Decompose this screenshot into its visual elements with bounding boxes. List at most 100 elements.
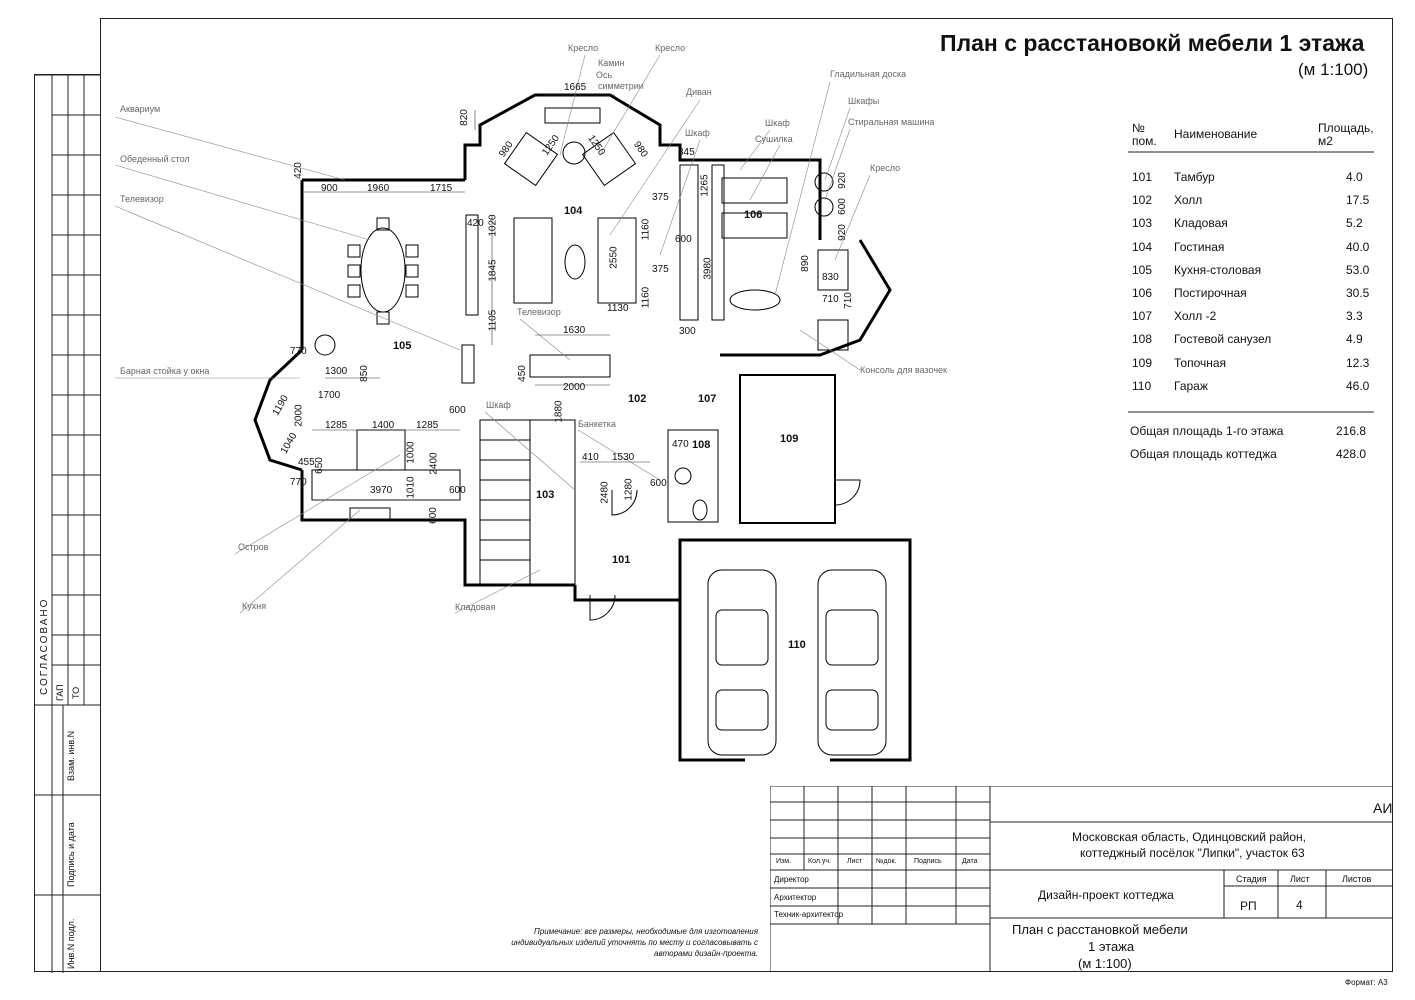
room-num: 107 <box>1132 309 1153 324</box>
kitchen-island <box>356 429 406 471</box>
room-number-102: 102 <box>628 393 647 405</box>
armchair-right <box>581 131 637 187</box>
dim: 600 <box>836 198 848 215</box>
rooms-col-area: Площадь, м2 <box>1318 121 1374 148</box>
label-washer: Стиральная машина <box>848 117 935 127</box>
dim: 1280 <box>623 478 635 501</box>
sheet-format: Формат: А3 <box>1345 978 1388 987</box>
room-num: 102 <box>1132 193 1153 208</box>
label-storage: Кладовая <box>455 602 496 612</box>
approval-stamp-grid <box>35 75 101 973</box>
boiler-room <box>739 374 836 524</box>
dim: 920 <box>836 172 848 189</box>
rooms-col-num: № пом. <box>1132 121 1157 148</box>
label-tv2: Телевизор <box>517 307 561 317</box>
room-area: 4.9 <box>1346 332 1363 347</box>
dim: 850 <box>358 365 370 382</box>
title-block-col-header: Изм. <box>776 858 791 865</box>
dim: 2400 <box>428 452 440 475</box>
dim: 375 <box>652 264 669 275</box>
room-number-104: 104 <box>564 205 583 217</box>
room-number-105: 105 <box>393 340 412 352</box>
role-technician: Техник-архитектор <box>774 910 844 919</box>
car-right <box>817 569 887 756</box>
room-area: 5.2 <box>1346 216 1363 231</box>
title-block-col-header: Дата <box>962 858 978 865</box>
wall-laundry-east <box>720 239 892 357</box>
room-number-110: 110 <box>788 639 806 651</box>
washer <box>721 212 788 239</box>
dim: 1160 <box>640 286 652 309</box>
label-wardrobe2: Шкаф <box>685 128 710 138</box>
dining-table <box>360 227 406 313</box>
total-house-row: Общая площадь коттеджа 428.0 <box>1128 447 1378 467</box>
room-num: 106 <box>1132 286 1153 300</box>
dim: 710 <box>842 292 854 309</box>
label-wardrobe3: Шкаф <box>765 118 790 128</box>
dim: 455 <box>298 457 315 468</box>
wall-bay-kitchen <box>253 348 304 472</box>
room-num: 104 <box>1132 239 1153 254</box>
dim: 1105 <box>487 309 499 332</box>
dim: 450 <box>516 365 528 382</box>
dim: 1665 <box>564 82 587 93</box>
label-ironing: Гладильная доска <box>830 69 907 79</box>
wall-living-outline <box>463 93 822 240</box>
wall-vestibule <box>573 538 912 762</box>
label-console: Консоль для вазочек <box>860 365 947 375</box>
page-scale: (м 1:100) <box>1298 60 1369 79</box>
sofa-right <box>597 217 637 304</box>
room-num: 103 <box>1132 216 1153 231</box>
leader-lines <box>114 54 871 614</box>
dim: 1845 <box>487 259 499 282</box>
title-block: АИ Московская область, Одинцовский район… <box>770 786 1393 972</box>
wall-kitchen-bottom <box>300 470 575 587</box>
dim: 600 <box>650 478 667 489</box>
stage-value: РП <box>1240 899 1257 913</box>
title-block-project: Дизайн-проект коттеджа <box>1038 888 1174 902</box>
dim: 2000 <box>563 382 586 393</box>
label-fireplace: Камин <box>598 58 625 68</box>
room-num: 110 <box>1132 378 1152 393</box>
dim: 345 <box>678 147 695 158</box>
label-kitchen: Кухня <box>242 601 267 611</box>
room-area: 4.0 <box>1346 170 1363 184</box>
dim: 1160 <box>640 218 652 241</box>
room-name: Гостевой санузел <box>1174 332 1272 347</box>
label-wardrobe: Шкаф <box>486 400 511 410</box>
dim: 820 <box>458 109 470 126</box>
dim: 900 <box>321 183 338 194</box>
title-block-address-1: Московская область, Одинцовский район, <box>1072 830 1306 844</box>
dim: 600 <box>675 234 692 245</box>
armchair-left <box>503 131 559 187</box>
title-block-company: АИ <box>1373 800 1393 816</box>
fireplace <box>544 107 601 124</box>
stair-treads <box>480 420 531 585</box>
room-area: 53.0 <box>1346 262 1370 277</box>
title-block-col-header: Лист <box>847 858 863 865</box>
total-house-label: Общая площадь коттеджа <box>1130 447 1277 461</box>
dim: 2000 <box>293 404 305 427</box>
sheet-label: Лист <box>1290 874 1310 884</box>
room-number-106: 106 <box>744 209 763 221</box>
room-area: 17.5 <box>1346 193 1370 208</box>
dim: 1630 <box>563 325 586 336</box>
room-area: 12.3 <box>1346 355 1370 370</box>
role-architect: Архитектор <box>774 893 817 902</box>
room-name: Топочная <box>1174 355 1227 370</box>
dim: 650 <box>313 457 325 474</box>
wall-garage-west <box>678 600 745 762</box>
room-num: 108 <box>1132 332 1153 347</box>
dim: 3980 <box>702 257 714 280</box>
label-armchair1: Кресло <box>568 43 599 53</box>
room-num: 109 <box>1132 355 1153 370</box>
dim: 1960 <box>367 183 390 194</box>
sheet-value: 4 <box>1296 898 1303 912</box>
room-num: 101 <box>1132 170 1153 184</box>
drawing-name-3: (м 1:100) <box>1078 956 1132 971</box>
label-axis1: Ось <box>596 70 613 80</box>
dim: 1300 <box>325 366 348 377</box>
